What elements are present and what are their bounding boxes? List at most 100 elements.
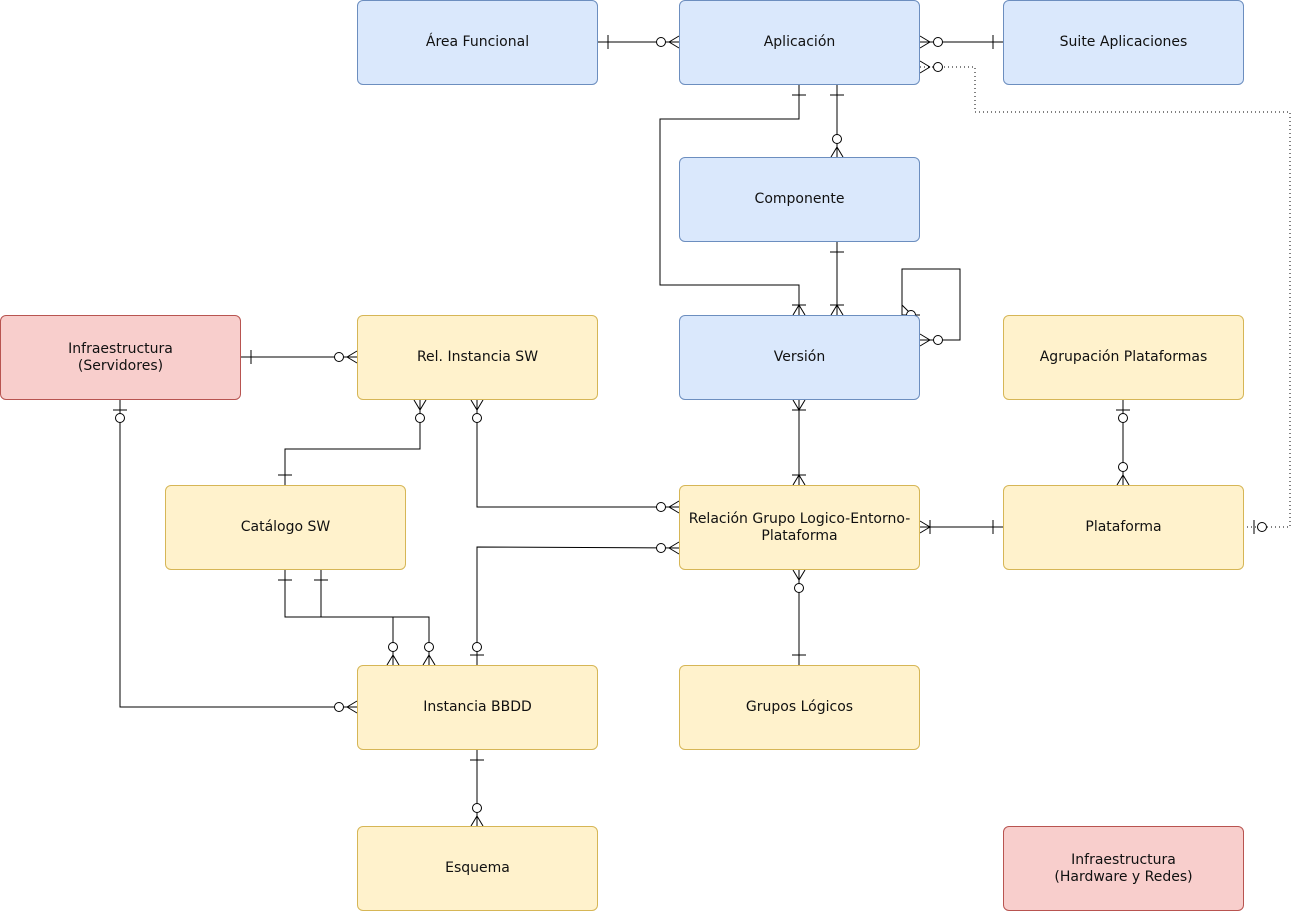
relationship-line	[320, 570, 430, 665]
entity-catalogo-sw[interactable]: Catálogo SW	[165, 485, 406, 570]
cardinality-circle	[933, 37, 943, 47]
entity-label: Relación Grupo Logico-Entorno- Plataform…	[688, 510, 911, 544]
entity-label: Infraestructura (Servidores)	[68, 340, 173, 374]
cardinality-mark	[919, 339, 931, 347]
cardinality-circle	[424, 642, 434, 652]
entity-label: Esquema	[445, 860, 510, 876]
cardinality-circle	[334, 352, 344, 362]
relationship-line	[476, 400, 679, 508]
cardinality-mark	[798, 569, 806, 581]
entity-label: Componente	[754, 191, 845, 207]
cardinality-mark	[798, 399, 806, 411]
cardinality-mark	[919, 333, 931, 341]
cardinality-circle	[656, 502, 666, 512]
cardinality-circle	[832, 134, 842, 144]
cardinality-mark	[422, 654, 430, 666]
relationship-line	[659, 85, 800, 315]
cardinality-mark	[470, 815, 478, 827]
entity-plataforma[interactable]: Plataforma	[1003, 485, 1244, 570]
entity-label: Instancia BBDD	[423, 699, 532, 715]
entity-grupos-logicos[interactable]: Grupos Lógicos	[679, 665, 920, 750]
cardinality-circle	[472, 642, 482, 652]
cardinality-mark	[668, 35, 680, 43]
entity-suite-aplicaciones[interactable]: Suite Aplicaciones	[1003, 0, 1244, 85]
cardinality-mark	[668, 547, 680, 555]
entity-version[interactable]: Versión	[679, 315, 920, 400]
relationship-line	[920, 66, 1291, 528]
cardinality-circle	[1118, 462, 1128, 472]
entity-infraestructura-servidores[interactable]: Infraestructura (Servidores)	[0, 315, 241, 400]
cardinality-circle	[1118, 413, 1128, 423]
entity-label: Aplicación	[763, 34, 836, 50]
cardinality-mark	[830, 146, 838, 158]
cardinality-mark	[413, 399, 421, 411]
cardinality-mark	[346, 350, 358, 358]
cardinality-mark	[798, 304, 806, 316]
cardinality-mark	[668, 541, 680, 549]
cardinality-mark	[919, 526, 931, 534]
cardinality-mark	[668, 41, 680, 49]
entity-label: Infraestructura (Hardware y Redes)	[1054, 851, 1193, 885]
cardinality-mark	[392, 654, 400, 666]
cardinality-mark	[386, 654, 394, 666]
entity-infraestructura-hardware-redes[interactable]: Infraestructura (Hardware y Redes)	[1003, 826, 1244, 911]
cardinality-mark	[836, 304, 844, 316]
cardinality-mark	[792, 474, 800, 486]
entity-relacion-grupo-logico-entorno-plataforma[interactable]: Relación Grupo Logico-Entorno- Plataform…	[679, 485, 920, 570]
entity-instancia-bbdd[interactable]: Instancia BBDD	[357, 665, 598, 750]
cardinality-mark	[919, 41, 931, 49]
entity-label: Agrupación Plataformas	[1039, 349, 1208, 365]
entity-label: Área Funcional	[425, 34, 530, 50]
entity-label: Suite Aplicaciones	[1059, 34, 1188, 50]
cardinality-mark	[419, 399, 427, 411]
cardinality-circle	[472, 803, 482, 813]
entity-esquema[interactable]: Esquema	[357, 826, 598, 911]
cardinality-circle	[656, 37, 666, 47]
entity-label: Versión	[773, 349, 826, 365]
entity-agrupacion-plataformas[interactable]: Agrupación Plataformas	[1003, 315, 1244, 400]
cardinality-mark	[830, 304, 838, 316]
cardinality-mark	[798, 474, 806, 486]
cardinality-mark	[919, 66, 931, 74]
cardinality-mark	[1122, 474, 1130, 486]
relationship-line	[476, 546, 680, 665]
cardinality-circle	[656, 543, 666, 553]
entity-label: Plataforma	[1085, 519, 1162, 535]
entity-aplicacion[interactable]: Aplicación	[679, 0, 920, 85]
cardinality-circle	[334, 702, 344, 712]
entity-rel-instancia-sw[interactable]: Rel. Instancia SW	[357, 315, 598, 400]
cardinality-circle	[933, 62, 943, 72]
cardinality-circle	[415, 413, 425, 423]
cardinality-mark	[470, 399, 478, 411]
cardinality-mark	[346, 356, 358, 364]
relationship-line	[284, 400, 421, 485]
entity-label: Rel. Instancia SW	[416, 349, 539, 365]
cardinality-mark	[476, 815, 484, 827]
relationship-line	[119, 400, 357, 708]
entity-componente[interactable]: Componente	[679, 157, 920, 242]
cardinality-mark	[792, 569, 800, 581]
cardinality-circle	[1257, 522, 1267, 532]
entity-label: Catálogo SW	[240, 519, 331, 535]
cardinality-mark	[792, 399, 800, 411]
cardinality-mark	[346, 706, 358, 714]
cardinality-mark	[428, 654, 436, 666]
entity-area-funcional[interactable]: Área Funcional	[357, 0, 598, 85]
cardinality-mark	[476, 399, 484, 411]
cardinality-mark	[836, 146, 844, 158]
entity-label: Grupos Lógicos	[745, 699, 854, 715]
cardinality-circle	[115, 413, 125, 423]
cardinality-mark	[668, 506, 680, 514]
cardinality-mark	[792, 304, 800, 316]
cardinality-circle	[933, 335, 943, 345]
cardinality-mark	[1116, 474, 1124, 486]
cardinality-mark	[919, 520, 931, 528]
cardinality-mark	[668, 500, 680, 508]
cardinality-circle	[794, 583, 804, 593]
cardinality-mark	[919, 60, 931, 68]
cardinality-mark	[346, 700, 358, 708]
cardinality-circle	[388, 642, 398, 652]
cardinality-mark	[919, 35, 931, 43]
cardinality-circle	[472, 413, 482, 423]
